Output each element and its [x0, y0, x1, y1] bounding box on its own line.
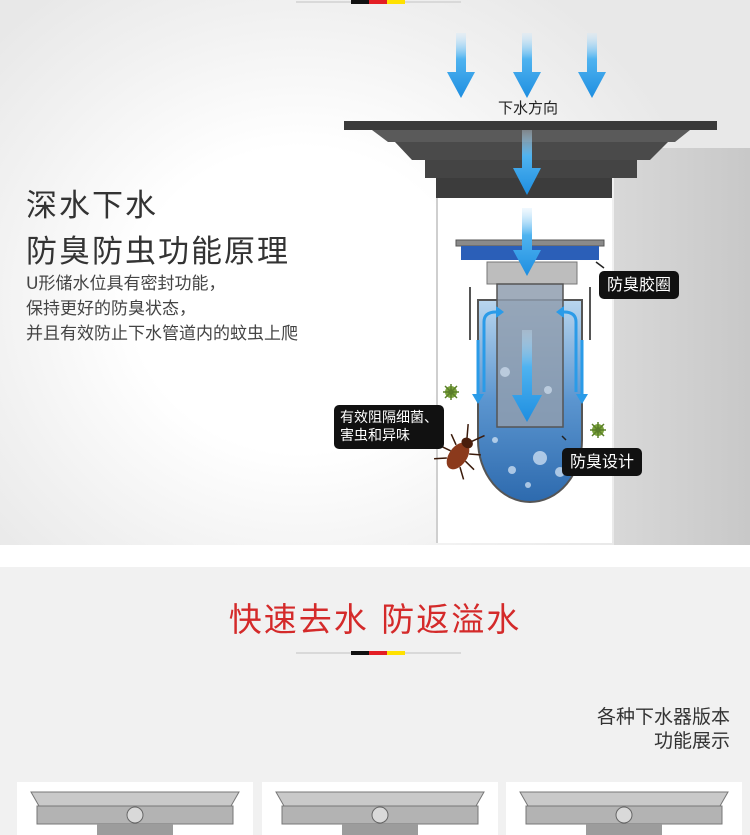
bacteria-icon [443, 384, 606, 438]
down-arrow-icon [447, 33, 606, 422]
section2-title: 快速去水 防返溢水 [228, 600, 522, 639]
note-line-1: 各种下水器版本 [596, 706, 730, 728]
desc-line-2: 保持更好的防臭状态， [26, 299, 196, 319]
desc-line-1: U形储水位具有密封功能， [26, 274, 226, 294]
cockroach-icon [434, 423, 485, 480]
side-flow-arrows [476, 310, 584, 398]
note-line-2: 功能展示 [653, 730, 730, 752]
desc-line-3: 并且有效防止下水管道内的蚊虫上爬 [26, 324, 298, 344]
floor-wall-right [614, 148, 750, 545]
title-line-2: 防臭防虫功能原理 [26, 234, 290, 270]
callout-block-line-1: 有效阻隔细菌、 [340, 410, 438, 426]
callout-gasket: 防臭胶圈 [599, 271, 680, 299]
callout-design: 防臭设计 [562, 448, 643, 476]
section2-divider [296, 651, 461, 655]
flow-direction-label: 下水方向 [498, 99, 559, 117]
callout-block: 有效阻隔细菌、 害虫和异味 [334, 405, 444, 449]
top-divider [296, 0, 461, 4]
product-preview-3 [506, 782, 742, 835]
product-preview-1 [17, 782, 253, 835]
product-preview-2 [262, 782, 498, 835]
title-line-1: 深水下水 [26, 188, 158, 224]
drain-diagram [344, 33, 750, 545]
callout-block-line-2: 害虫和异味 [340, 428, 410, 444]
